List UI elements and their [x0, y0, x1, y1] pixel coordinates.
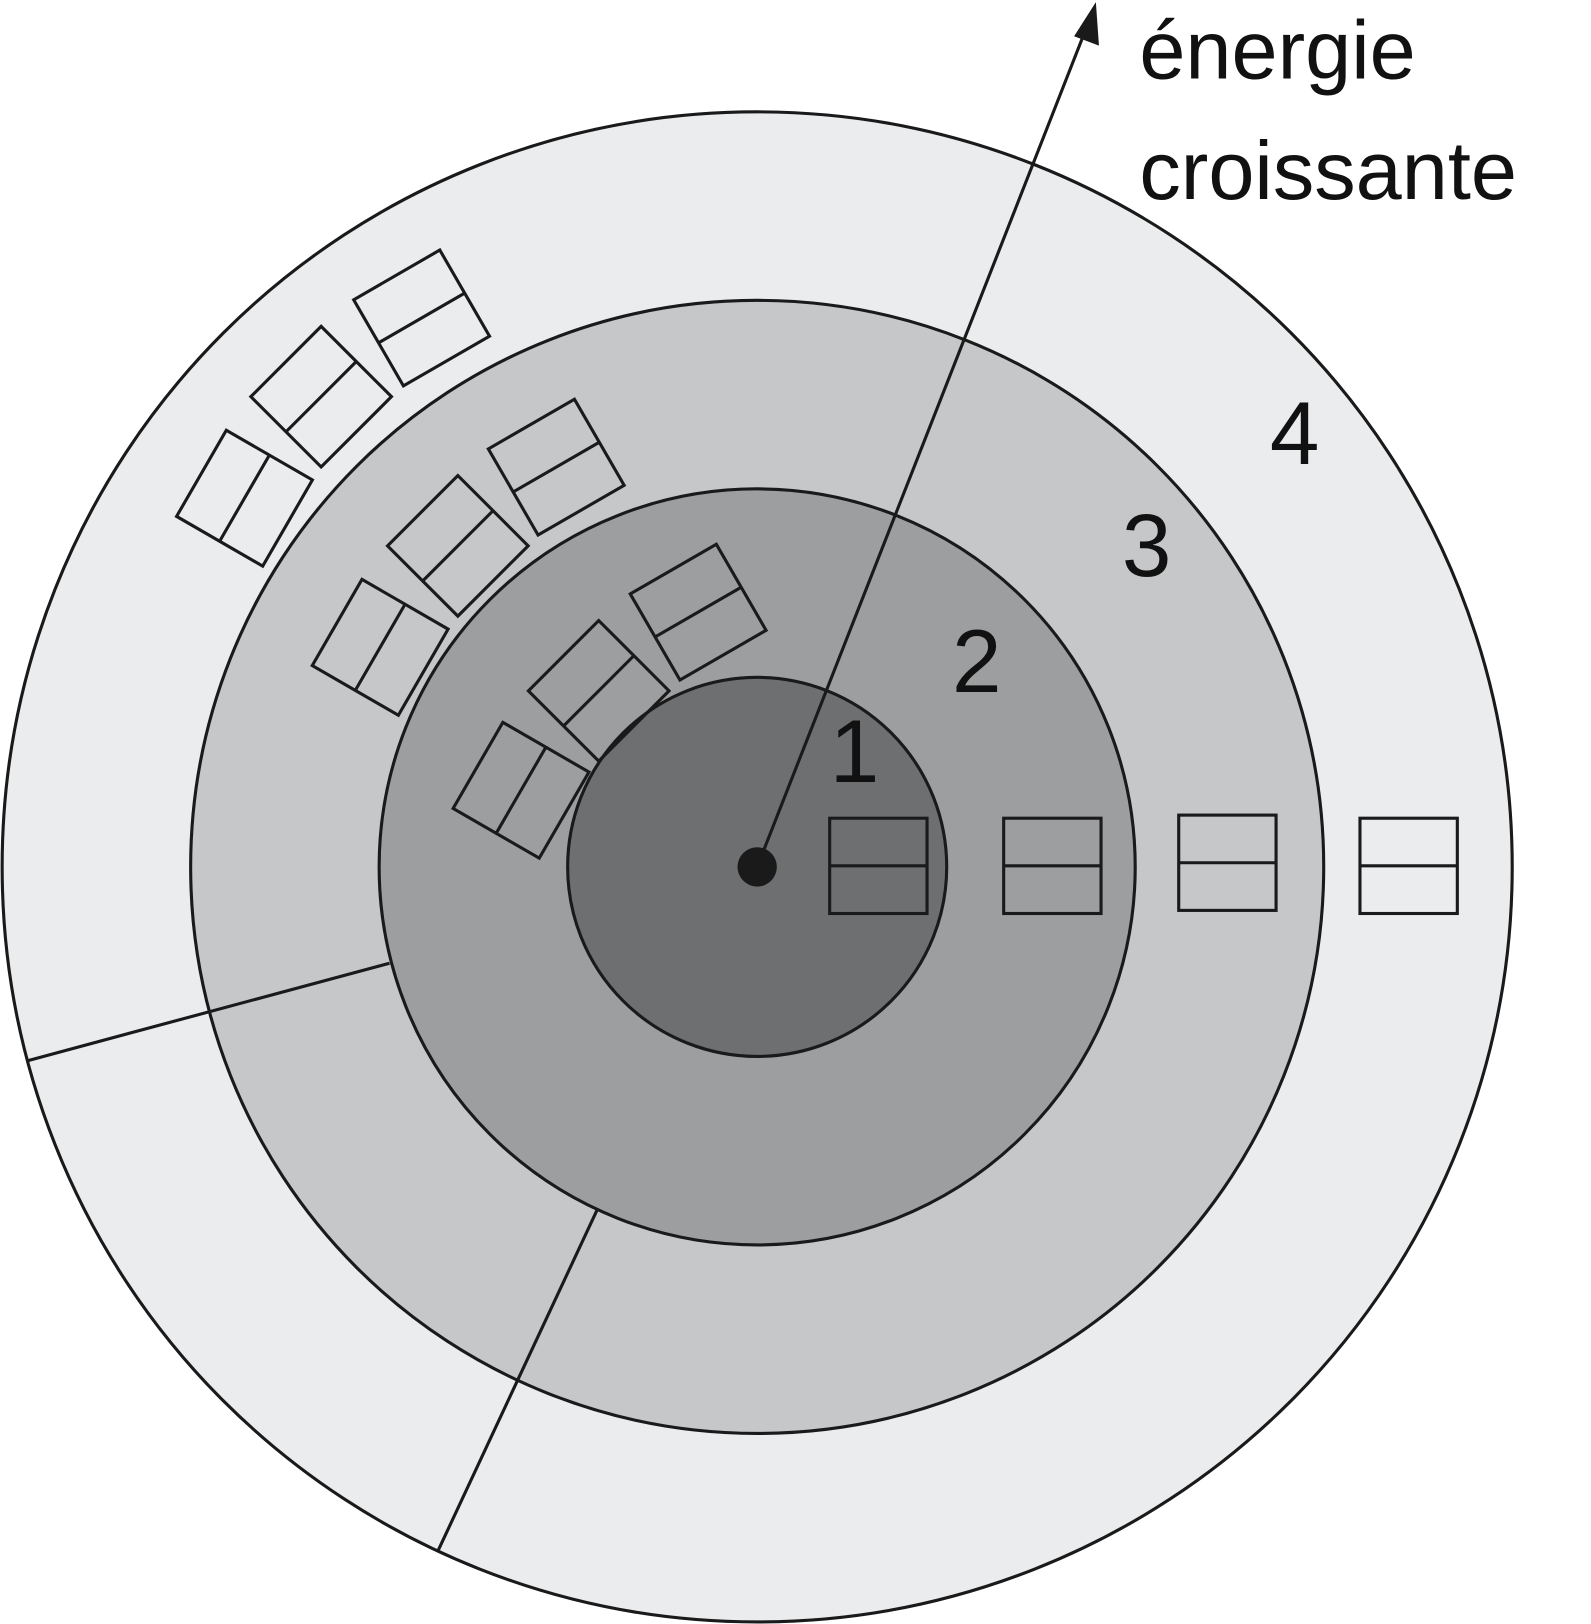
orbital-box-3p [486, 397, 627, 538]
shell-number-1: 1 [830, 701, 880, 801]
orbital-box-2p [451, 720, 592, 861]
nucleus [737, 847, 777, 887]
arrowhead-icon [1074, 2, 1099, 46]
orbital-box-4s [1358, 816, 1459, 916]
orbital-box-2s [1002, 816, 1103, 916]
orbital-box-2p [628, 542, 769, 683]
orbital-box-1s [828, 816, 929, 916]
orbital-box-4p [351, 247, 492, 388]
energy-arrow [755, 24, 1090, 868]
orbital-box-4p [174, 428, 315, 569]
sector-divider [27, 961, 390, 1063]
orbital-box-2p [526, 618, 672, 764]
orbital-box-3s [1177, 813, 1278, 912]
shell-number-3: 3 [1122, 495, 1172, 595]
orbital-box-4p [248, 324, 394, 470]
orbital-box-3p [310, 577, 451, 718]
sector-divider [436, 1208, 600, 1552]
shell-number-2: 2 [952, 611, 1002, 711]
orbital-box-3p [385, 473, 531, 619]
energy-label-line2: croissante [1139, 124, 1517, 217]
shell-number-4: 4 [1270, 383, 1320, 483]
energy-label-line1: énergie [1139, 4, 1415, 97]
